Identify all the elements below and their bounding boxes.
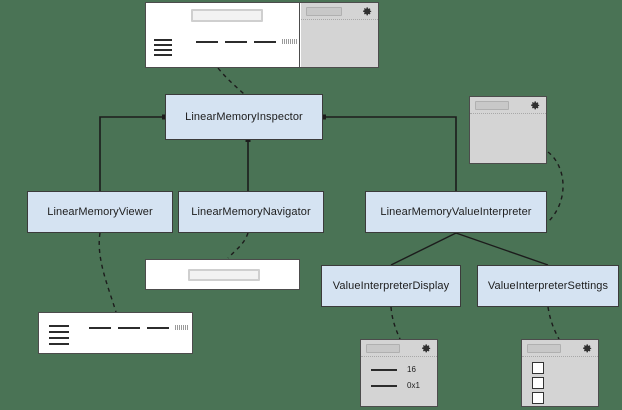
- byte-rule: [154, 49, 172, 51]
- node-label: ValueInterpreterSettings: [487, 280, 609, 292]
- byte-rule: [89, 327, 111, 329]
- byte-rule: [154, 44, 172, 46]
- widget-navigator-mock[interactable]: [145, 259, 300, 290]
- settings-checkbox[interactable]: [532, 392, 544, 404]
- settings-checkbox[interactable]: [532, 362, 544, 374]
- display-mock-value: 16: [407, 365, 416, 374]
- widget-viewer-mock[interactable]: [38, 312, 193, 354]
- inspector-mock-right-pane: [301, 3, 378, 67]
- widget-interpreter-mock[interactable]: [469, 96, 547, 164]
- gear-icon[interactable]: [582, 343, 593, 354]
- ascii-dots: [175, 325, 189, 330]
- settings-mock-pill[interactable]: [527, 343, 561, 353]
- node-linear-memory-navigator[interactable]: LinearMemoryNavigator: [178, 191, 324, 233]
- byte-rule: [154, 54, 172, 56]
- byte-rule: [49, 331, 69, 333]
- node-linear-memory-value-interpreter[interactable]: LinearMemoryValueInterpreter: [365, 191, 547, 233]
- settings-mock-header: [522, 340, 598, 357]
- edge-viewer-mock-link: [98, 232, 117, 313]
- display-mock-pill[interactable]: [366, 343, 400, 353]
- value-label-rule: [371, 369, 397, 371]
- byte-rule: [49, 343, 69, 345]
- edge-interpreter-mock-link: [547, 151, 564, 223]
- widget-settings-mock[interactable]: [521, 339, 599, 407]
- byte-rule: [154, 39, 172, 41]
- value-label-rule: [371, 385, 397, 387]
- node-linear-memory-inspector[interactable]: LinearMemoryInspector: [165, 94, 323, 140]
- edge-inspector-mock-link: [217, 67, 245, 95]
- inspector-mock-right-pill[interactable]: [306, 6, 342, 16]
- ascii-dots: [282, 39, 297, 44]
- inspector-mock-address-field[interactable]: [191, 9, 263, 22]
- gear-icon[interactable]: [362, 6, 373, 17]
- display-mock-header: [361, 340, 437, 357]
- widget-inspector-mock[interactable]: [145, 2, 379, 68]
- widget-display-mock[interactable]: 16 0x1: [360, 339, 438, 407]
- display-mock-value: 0x1: [407, 381, 420, 390]
- edge-inspector-interpreter: [323, 116, 457, 191]
- node-linear-memory-viewer[interactable]: LinearMemoryViewer: [27, 191, 173, 233]
- byte-rule: [49, 337, 69, 339]
- byte-rule: [254, 41, 276, 43]
- byte-rule: [147, 327, 169, 329]
- byte-rule: [196, 41, 218, 43]
- interpreter-mock-pill[interactable]: [475, 100, 509, 110]
- node-label: ValueInterpreterDisplay: [332, 280, 450, 292]
- edge-interpreter-display: [390, 232, 457, 266]
- inspector-mock-left-pane: [146, 3, 300, 67]
- display-mock-body: 16 0x1: [361, 357, 437, 406]
- gear-icon[interactable]: [530, 100, 541, 111]
- interpreter-mock-body: [470, 114, 546, 163]
- byte-rule: [225, 41, 247, 43]
- edge-interpreter-settings: [455, 232, 549, 266]
- edge-display-mock-link: [390, 306, 401, 340]
- node-label: LinearMemoryNavigator: [191, 206, 311, 218]
- gear-icon[interactable]: [421, 343, 432, 354]
- settings-mock-body: [522, 357, 598, 406]
- byte-rule: [49, 325, 69, 327]
- node-label: LinearMemoryValueInterpreter: [380, 206, 532, 218]
- settings-checkbox[interactable]: [532, 377, 544, 389]
- node-value-interpreter-settings[interactable]: ValueInterpreterSettings: [477, 265, 619, 307]
- byte-rule: [118, 327, 140, 329]
- node-label: LinearMemoryInspector: [185, 111, 303, 123]
- node-label: LinearMemoryViewer: [47, 206, 153, 218]
- inspector-mock-right-header: [301, 3, 378, 20]
- edge-inspector-viewer: [99, 116, 165, 191]
- edge-settings-mock-link: [547, 306, 560, 340]
- interpreter-mock-header: [470, 97, 546, 114]
- node-value-interpreter-display[interactable]: ValueInterpreterDisplay: [321, 265, 461, 307]
- navigator-mock-address-field[interactable]: [188, 269, 260, 281]
- edge-navigator-mock-link: [227, 232, 249, 259]
